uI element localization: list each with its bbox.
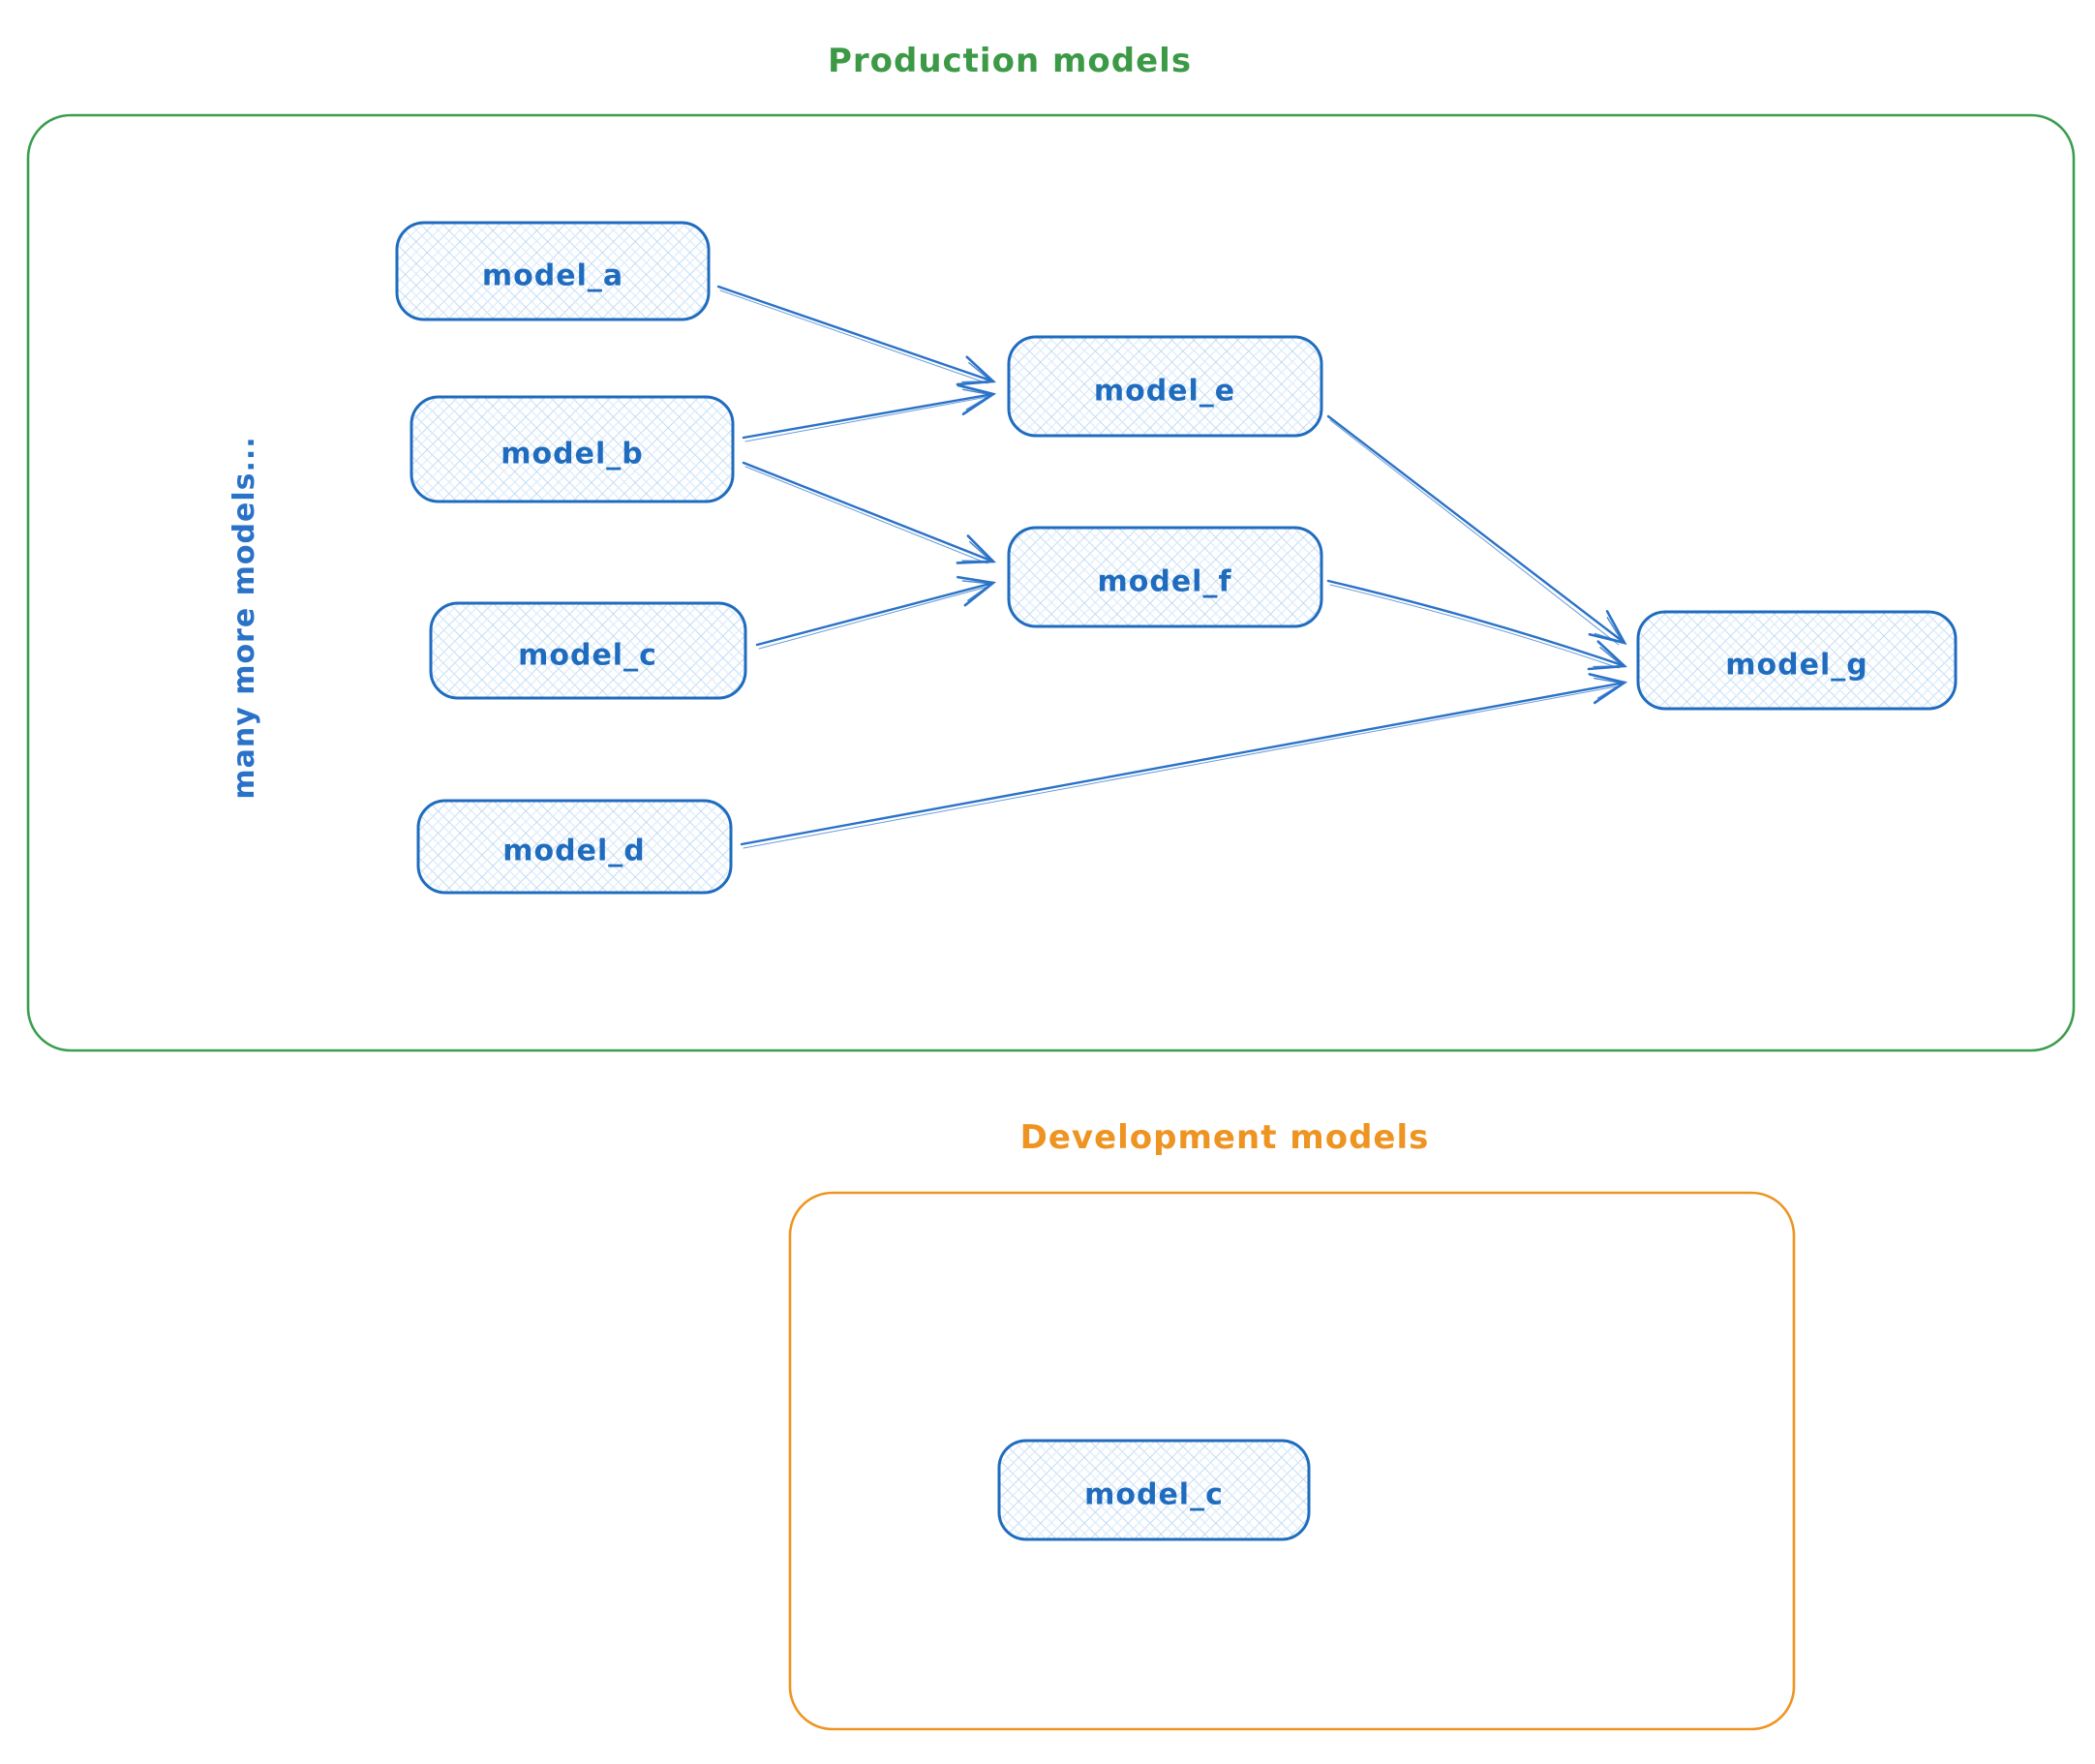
node-model-b: model_b — [410, 395, 735, 503]
node-model-c-dev-label: model_c — [1084, 1478, 1224, 1512]
node-model-e: model_e — [1007, 335, 1323, 438]
node-model-a-label: model_a — [482, 259, 623, 293]
edge-model-b-to-model-e-ghost — [744, 396, 988, 442]
edge-model-f-to-model-g — [1326, 579, 1628, 671]
production-title: Production models — [828, 42, 1192, 80]
development-container-box — [788, 1191, 1796, 1731]
node-model-d: model_d — [416, 799, 733, 895]
node-model-c-box — [429, 601, 747, 700]
node-model-f: model_f — [1007, 526, 1323, 628]
node-model-b-label: model_b — [501, 438, 643, 471]
many-more-models-note: many more models... — [228, 436, 261, 799]
edge-model-a-to-model-e-ghost — [719, 289, 988, 384]
node-model-a-box — [395, 221, 711, 321]
node-model-b-box — [410, 395, 735, 503]
edge-model-f-to-model-g-ghost — [1329, 584, 1620, 669]
node-model-e-box — [1007, 335, 1323, 438]
node-model-f-box — [1007, 526, 1323, 628]
production-container-box — [26, 113, 2076, 1052]
node-model-c-dev: model_c — [997, 1439, 1311, 1541]
edge-model-c-to-model-f-ghost — [758, 586, 988, 650]
node-model-d-label: model_d — [502, 835, 645, 868]
edge-model-a-to-model-e — [716, 285, 997, 386]
edge-model-c-to-model-f — [755, 575, 997, 647]
node-model-c-label: model_c — [518, 639, 657, 673]
node-model-g: model_g — [1636, 610, 1958, 711]
edge-model-b-to-model-f — [742, 461, 996, 564]
edge-model-e-to-model-g — [1326, 414, 1627, 645]
edge-model-d-to-model-g-ghost — [743, 685, 1618, 849]
node-model-g-box — [1636, 610, 1958, 711]
node-model-d-box — [416, 799, 733, 895]
edges-group — [716, 285, 1628, 849]
node-model-e-label: model_e — [1094, 375, 1235, 409]
edge-model-b-to-model-e — [742, 383, 997, 440]
node-model-a: model_a — [395, 221, 711, 321]
node-model-c: model_c — [429, 601, 747, 700]
node-model-c-dev-box — [997, 1439, 1311, 1541]
node-model-f-label: model_f — [1097, 565, 1231, 599]
development-title: Development models — [1020, 1118, 1430, 1157]
node-model-g-label: model_g — [1725, 649, 1867, 683]
edge-model-b-to-model-f-ghost — [744, 466, 988, 564]
edge-model-d-to-model-g — [740, 673, 1628, 846]
edge-model-e-to-model-g-ghost — [1329, 419, 1620, 646]
